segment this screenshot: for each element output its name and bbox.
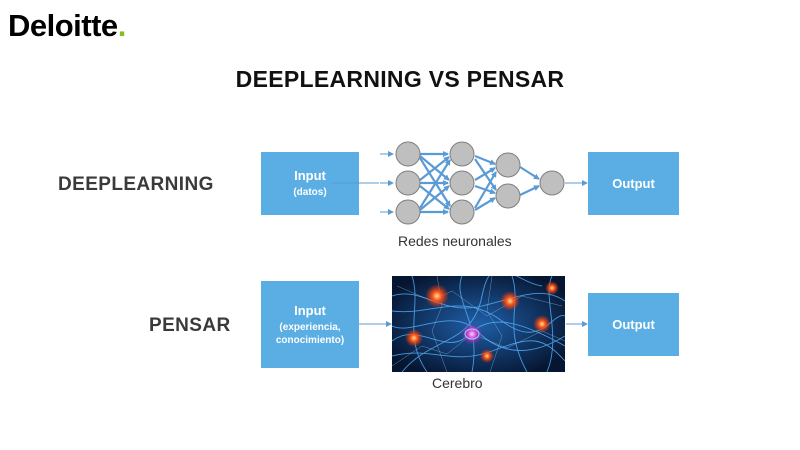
row-label-deeplearning: DEEPLEARNING — [58, 174, 214, 195]
output-label: Output — [612, 176, 655, 191]
brain-neurons-image — [392, 276, 565, 372]
logo-dot: . — [117, 8, 127, 43]
input-label: Input — [294, 168, 326, 183]
network-connections — [419, 151, 540, 215]
input-label: Input — [294, 302, 326, 318]
input-box-deeplearning: Input (datos) — [261, 152, 359, 215]
output-box-pensar: Output — [588, 293, 679, 356]
logo-text: Deloitte — [8, 8, 118, 43]
brain-caption: Cerebro — [432, 375, 483, 391]
slide-title: DEEPLEARNING VS PENSAR — [235, 66, 565, 92]
brain-neurons-illustration — [392, 276, 565, 372]
input-box-pensar: Input (experiencia, conocimiento) — [261, 281, 359, 368]
deloitte-logo: Deloitte. — [8, 8, 126, 44]
row-label-pensar: PENSAR — [149, 315, 231, 336]
input-sublabel-1: (experiencia, — [279, 321, 341, 333]
neural-network-caption: Redes neuronales — [398, 233, 512, 249]
output-label: Output — [612, 317, 655, 332]
input-sublabel: (datos) — [293, 187, 327, 198]
output-box-deeplearning: Output — [588, 152, 679, 215]
network-neurons — [395, 141, 565, 225]
network-input-arrows — [380, 151, 394, 215]
input-sublabel-2: conocimiento) — [275, 334, 345, 346]
